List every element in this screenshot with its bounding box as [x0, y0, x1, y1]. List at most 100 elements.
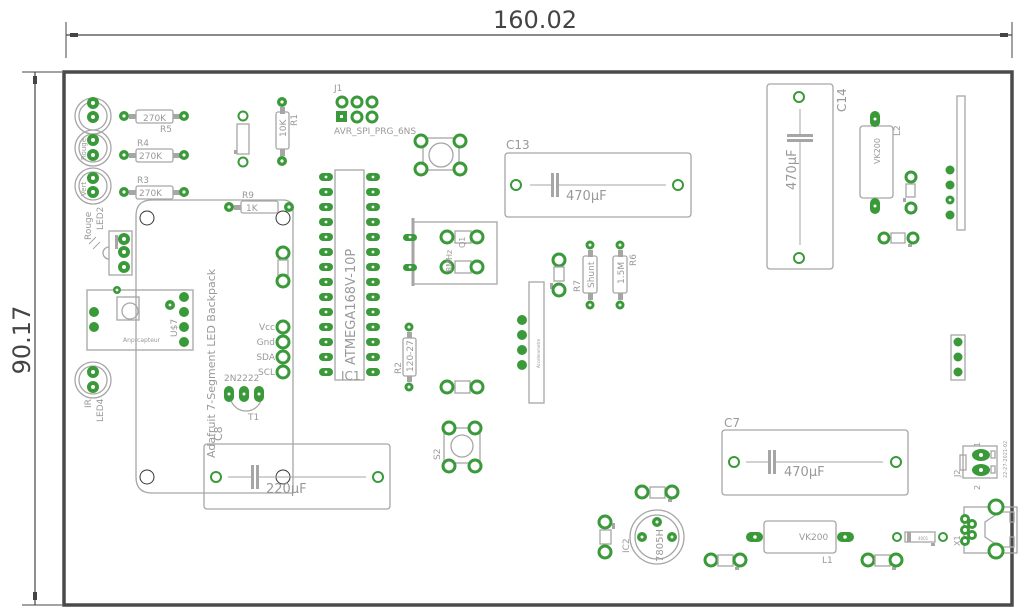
led-backpack[interactable]: Adafruit 7-Segment LED Backpack Vcc Gnd … [135, 199, 294, 494]
resistor-r2[interactable]: 120-27 R2 [394, 322, 417, 392]
sensor-strip[interactable]: Accelerometre [517, 281, 545, 404]
ic1-atmega[interactable]: ATMEGA168V-10P IC1 [319, 169, 380, 383]
c13-value: 470µF [566, 189, 607, 204]
pin-sda: SDA [256, 353, 275, 363]
ic1-pad-hole [371, 265, 375, 269]
ic1-pad-hole [371, 340, 375, 344]
capacitor-small-6[interactable] [703, 552, 748, 570]
q1-name: Q1 [458, 237, 467, 248]
ic1-pad-hole [371, 310, 375, 314]
ic1-pad-hole [324, 205, 328, 209]
diode-4001[interactable]: 4001 [892, 531, 948, 546]
capacitor-c14[interactable]: 470µF C14 [766, 83, 849, 270]
r7-value: Shunt [587, 261, 597, 288]
capacitor-small-3[interactable] [550, 252, 567, 298]
backpack-label: Adafruit 7-Segment LED Backpack [205, 268, 218, 458]
connector-j2[interactable]: 1 2 J2 22-27-2021-02 [953, 441, 1009, 490]
ic1-pad-hole [324, 310, 328, 314]
led-rouge-1[interactable] [74, 97, 112, 135]
capacitor-small-7[interactable] [860, 552, 904, 570]
board-outline [62, 70, 1014, 607]
r5-value: 270K [143, 114, 167, 124]
sensor-value: Anprcapteur [123, 337, 161, 344]
ic1-pad-hole [324, 190, 328, 194]
j1-name: J1 [333, 84, 342, 94]
ic1-pad-hole [371, 235, 375, 239]
capacitor-small-2[interactable] [439, 379, 485, 395]
led2[interactable]: Vert [74, 167, 112, 205]
capacitor-c13[interactable]: C13 470µF [504, 138, 692, 218]
diode-1[interactable] [234, 110, 250, 168]
r6-value: 1.5M [617, 262, 627, 284]
ic1-pad-hole [371, 280, 375, 284]
r5-name: R5 [160, 125, 172, 135]
t1-value: 2N2222 [224, 374, 259, 384]
resistor-r9[interactable]: 1K R9 [224, 191, 294, 214]
resistor-r1[interactable]: 10K R1 [275, 97, 300, 166]
resistor-r7[interactable]: Shunt R7 [573, 240, 598, 310]
capacitor-small-4[interactable] [903, 170, 918, 215]
capacitor-small-9[interactable] [597, 514, 615, 560]
ic1-pad-hole [371, 295, 375, 299]
capacitor-small-5[interactable] [877, 231, 920, 247]
resistor-r6[interactable]: 1.5M R6 [612, 240, 639, 310]
resistor-r4[interactable]: 270K R4 [119, 139, 189, 163]
l2-value: VK200 [873, 138, 882, 164]
transistor-t1[interactable]: 2N2222 T1 [224, 374, 264, 423]
connector-x1[interactable]: X1 [953, 498, 1018, 560]
c8-value: 220µF [266, 482, 307, 497]
r3-value: 270K [139, 189, 163, 199]
r4-name: R4 [137, 139, 149, 149]
c8-name: C8 [212, 426, 225, 441]
led-label: Vert [80, 182, 88, 196]
switch-s1[interactable]: S1 [0, 133, 468, 187]
ic1-pad-hole [324, 340, 328, 344]
ic1-pad-hole [371, 370, 375, 374]
pin-scl: SCL [258, 368, 275, 378]
capacitor-c7[interactable]: C7 470µF [721, 416, 909, 496]
j2-name: J2 [953, 470, 962, 478]
s2-name: S2 [433, 449, 443, 460]
c7-name: C7 [724, 416, 740, 430]
ic1-pad-hole [371, 355, 375, 359]
inductor-l2[interactable]: VK200 L2 [859, 111, 903, 214]
switch-s2[interactable]: S2 [433, 420, 483, 474]
header-strip-3pin[interactable] [950, 334, 966, 381]
resistor-r3[interactable]: 270K R3 [119, 176, 189, 200]
r9-value: 1K [246, 204, 259, 214]
ic1-value: ATMEGA168V-10P [344, 249, 359, 365]
r2-name: R2 [394, 362, 404, 374]
crystal-q1[interactable]: 8MHz Q1 [403, 218, 498, 286]
l2-name: L2 [893, 125, 903, 136]
ic1-pad-hole [324, 370, 328, 374]
resistor-r5[interactable]: 270K R5 [119, 109, 189, 135]
r4-value: 270K [139, 152, 163, 162]
capacitor-small-8[interactable] [634, 484, 680, 502]
led4-ir[interactable]: IR LED4 [74, 361, 112, 422]
capacitor-c8[interactable]: 220µF C8 [203, 426, 391, 510]
inductor-l1[interactable]: VK200 L1 [746, 520, 854, 566]
led2-name-label: LED2 [96, 207, 106, 230]
j2-pin2: 2 [973, 485, 982, 490]
ir-receiver-icon [88, 236, 101, 250]
led-vert[interactable]: Rouge [74, 129, 112, 167]
j1-value: AVR_SPI_PRG_6NS [334, 127, 416, 137]
led4-name: LED4 [96, 398, 106, 422]
capacitor-small-1[interactable] [275, 245, 291, 289]
ic1-pad-hole [371, 220, 375, 224]
ic1-pad-hole [324, 265, 328, 269]
c7-value: 470µF [784, 465, 825, 480]
connector-j1[interactable]: J1 AVR_SPI_PRG_6NS [333, 84, 416, 137]
r6-name: R6 [629, 254, 639, 266]
header-strip-4pin[interactable] [945, 95, 966, 231]
c14-value: 470µF [785, 149, 800, 190]
led2-connector[interactable] [102, 230, 133, 276]
regulator-ic2[interactable]: 7805H IC2 [622, 509, 685, 565]
ic1-pad-hole [371, 325, 375, 329]
sensor-u7[interactable]: Anprcapteur U$7 [86, 286, 194, 351]
led4-label: IR [84, 399, 94, 408]
led-label: Rouge [80, 138, 88, 160]
r3-name: R3 [137, 176, 149, 186]
backpack-pins: Vcc Gnd SDA SCL [256, 319, 291, 380]
dimension-vertical: 90.17 [8, 71, 62, 606]
